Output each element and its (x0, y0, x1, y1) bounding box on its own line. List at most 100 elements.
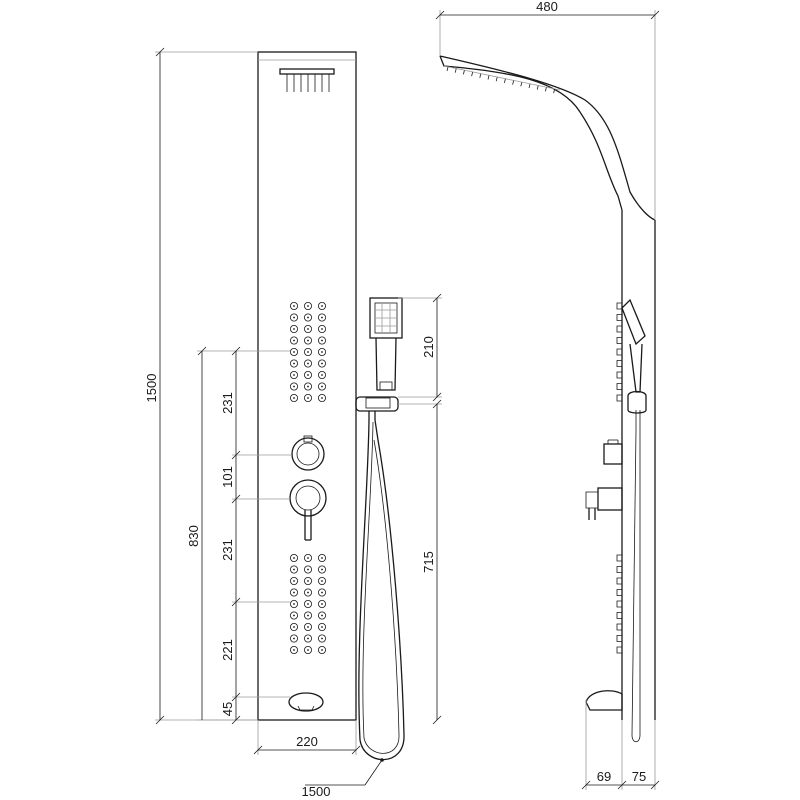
rain-nozzle (536, 85, 539, 90)
rain-nozzle (520, 82, 523, 87)
rain-nozzle (487, 75, 490, 80)
hand-shower (369, 297, 403, 391)
side-jet-nozzle (616, 302, 622, 310)
rain-nozzle (545, 87, 547, 92)
dim-lower-jets-to-spout: 221 (220, 639, 235, 661)
hand-shower-holder (355, 396, 399, 420)
dim-overhead-reach: 480 (536, 0, 558, 14)
rain-nozzle (463, 70, 465, 75)
body-jet-nozzle (317, 646, 326, 655)
body-jet-nozzle (303, 359, 312, 368)
dimension-lines-side-bottom (581, 700, 660, 790)
body-jet-nozzle (317, 301, 326, 310)
body-jet-nozzle (303, 611, 312, 620)
body-jet-nozzle (289, 588, 298, 597)
body-jet-nozzle (303, 623, 312, 632)
mixer-lever-side (585, 487, 623, 520)
body-jet-nozzle (317, 313, 326, 322)
rain-nozzle (528, 83, 531, 89)
rain-shower-outlet (279, 68, 335, 92)
side-jet-nozzle (616, 360, 622, 367)
mixer-lever (289, 479, 327, 541)
dimension-lines-front-right (398, 293, 442, 725)
body-jet-nozzle (289, 393, 298, 402)
dim-controls-span: 830 (186, 525, 201, 547)
body-jet-nozzle (303, 347, 312, 356)
body-jet-nozzle (303, 577, 312, 586)
side-jet-nozzle (616, 635, 622, 642)
body-jet-nozzle (289, 382, 298, 391)
body-jet-nozzle (317, 611, 326, 620)
body-jet-nozzle (317, 336, 326, 345)
side-jet-nozzle (616, 554, 622, 562)
side-jets-lower (616, 554, 622, 654)
body-jet-nozzle (317, 588, 326, 597)
rain-nozzles-side (446, 66, 555, 94)
side-jet-nozzle (616, 371, 622, 379)
body-jet-nozzle (289, 554, 298, 563)
body-jet-nozzle (303, 554, 312, 563)
tub-spout-side (585, 690, 623, 711)
body-jet-nozzle (317, 393, 326, 402)
side-jet-nozzle (616, 394, 622, 402)
body-jet-nozzle (303, 301, 312, 310)
body-jet-nozzle (303, 600, 312, 609)
dim-panel-width: 220 (296, 734, 318, 749)
overhead-arm-upper (439, 55, 656, 221)
side-jet-nozzle (616, 589, 622, 596)
side-view: 480 69 75 (435, 0, 660, 790)
body-jet-nozzle (289, 359, 298, 368)
body-jet-nozzle (317, 634, 326, 643)
dimension-lines-front-bottom (253, 720, 384, 786)
side-jet-nozzle (616, 646, 622, 654)
rain-nozzle (471, 72, 473, 77)
body-jet-nozzle (303, 565, 312, 574)
rain-nozzle (479, 73, 482, 78)
rain-nozzle (553, 89, 555, 94)
rain-nozzle (495, 77, 498, 82)
side-jet-nozzle (616, 348, 622, 356)
body-jet-nozzle (303, 324, 312, 333)
body-jet-nozzle (317, 347, 326, 356)
body-jet-nozzle (317, 565, 326, 574)
dim-upper-jets-to-knob: 231 (220, 392, 235, 414)
body-jet-nozzle (303, 313, 312, 322)
side-jet-nozzle (616, 577, 622, 585)
dim-holder-height: 715 (421, 551, 436, 573)
dimension-lines-side-top (435, 10, 660, 220)
side-jet-nozzle (616, 337, 622, 344)
rain-nozzle (446, 66, 449, 72)
side-jet-nozzle (616, 600, 622, 608)
body-jet-nozzle (289, 301, 298, 310)
body-jet-nozzle (317, 382, 326, 391)
body-jet-nozzle (317, 359, 326, 368)
body-jet-nozzle (289, 577, 298, 586)
body-jet-nozzle (303, 634, 312, 643)
diverter-knob (291, 435, 325, 471)
rain-nozzle (512, 80, 514, 85)
body-jet-nozzle (289, 565, 298, 574)
body-jet-nozzle (289, 313, 298, 322)
body-jet-nozzle (317, 623, 326, 632)
body-jet-nozzle (289, 370, 298, 379)
body-jet-nozzle (317, 324, 326, 333)
body-jet-nozzle (303, 588, 312, 597)
side-jet-nozzle (616, 623, 622, 631)
dim-spout-to-floor: 45 (220, 702, 235, 716)
body-jet-nozzle (317, 577, 326, 586)
front-view: 1500 830 231 101 231 221 45 210 715 220 … (144, 47, 442, 799)
body-jet-nozzle (317, 600, 326, 609)
hand-shower-side (621, 298, 647, 743)
body-jet-nozzle (289, 634, 298, 643)
body-jet-nozzle (303, 382, 312, 391)
dim-knob-spacing: 101 (220, 466, 235, 488)
body-jet-nozzle (303, 336, 312, 345)
body-jet-nozzle (303, 646, 312, 655)
dim-total-height: 1500 (144, 374, 159, 403)
body-jet-nozzle (289, 324, 298, 333)
body-jet-nozzle (289, 336, 298, 345)
panel-body (257, 51, 357, 721)
rain-nozzle (504, 78, 506, 83)
lower-body-jets (289, 554, 326, 655)
